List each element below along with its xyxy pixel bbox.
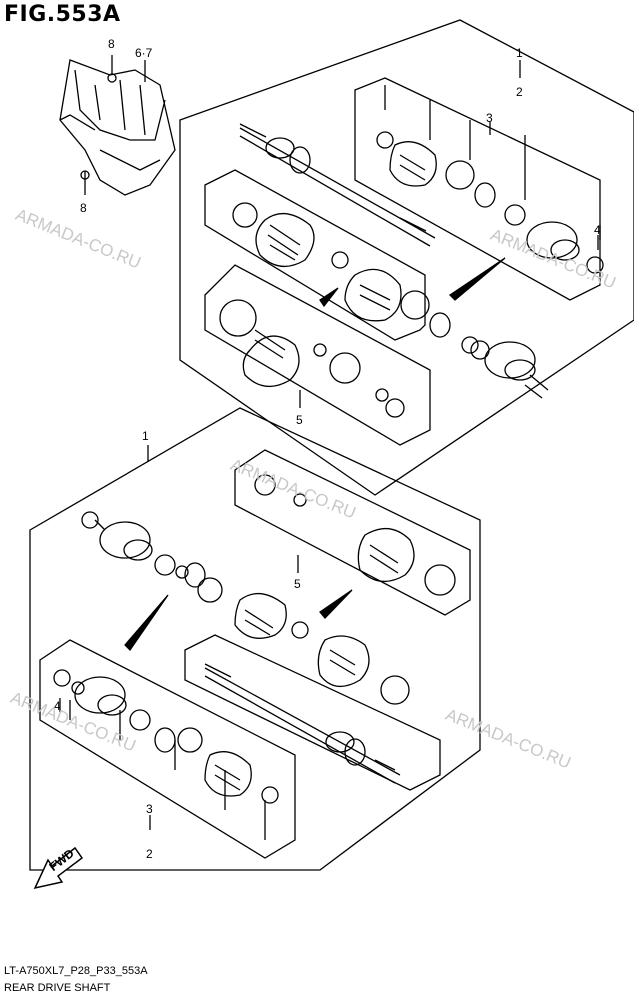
callout-6-7: 6·7 <box>135 46 153 60</box>
upper-assembly-frame <box>179 19 634 496</box>
upper-drive-shaft <box>239 123 436 247</box>
fwd-arrow: FWD <box>33 846 84 890</box>
upper-subassembly-box-5 <box>204 169 426 341</box>
lower-subassembly-box-5 <box>234 449 471 616</box>
callout-2-lower: 2 <box>146 847 153 861</box>
lower-assembly-frame <box>29 407 481 871</box>
upper-outer-joint <box>375 182 604 418</box>
callout-5-upper: 5 <box>296 413 303 427</box>
callout-1-upper: 1 <box>516 46 523 60</box>
callout-4-upper: 4 <box>594 223 601 237</box>
lower-drive-shaft <box>204 663 401 784</box>
figure-title: FIG.553A <box>4 2 121 27</box>
callout-5-lower: 5 <box>294 577 301 591</box>
callout-4-lower: 4 <box>54 699 61 713</box>
upper-boots <box>219 131 475 387</box>
callout-2-upper: 2 <box>516 85 523 99</box>
figure-name: REAR DRIVE SHAFT <box>4 982 111 994</box>
figure-code: LT-A750XL7_P28_P33_553A <box>4 965 148 977</box>
lower-subassembly-box-2 <box>39 639 296 859</box>
lower-boots <box>177 474 456 804</box>
callout-3-lower: 3 <box>146 802 153 816</box>
callout-8-bottom: 8 <box>80 201 87 215</box>
mounting-bracket <box>59 55 176 196</box>
callout-3-upper: 3 <box>486 111 493 125</box>
lower-outer-joint <box>53 511 206 753</box>
callout-8-top: 8 <box>108 37 115 51</box>
callouts: 1 2 3 4 5 1 2 3 4 5 8 8 6·7 <box>54 37 601 861</box>
upper-subassembly-box-2 <box>354 77 601 301</box>
callout-1-lower: 1 <box>142 429 149 443</box>
